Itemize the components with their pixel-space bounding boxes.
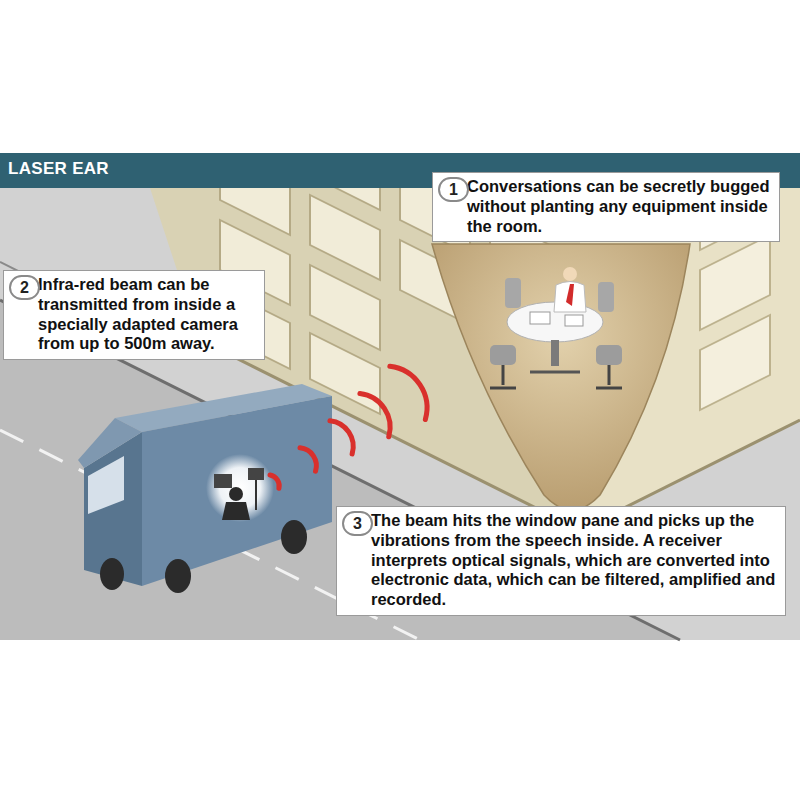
beam-wave [330, 415, 360, 453]
chair-leg [608, 365, 611, 385]
van-windscreen [88, 456, 124, 514]
chair-leg [502, 365, 505, 385]
chair [505, 278, 521, 308]
chair [596, 345, 622, 365]
paper [565, 315, 583, 326]
callout-number: 3 [342, 511, 373, 536]
infrared-beam [257, 358, 438, 508]
room-cutaway [432, 244, 690, 510]
chair-foot [490, 387, 516, 390]
operator-head [229, 487, 243, 501]
van-cab-roof [78, 418, 142, 468]
person-head [563, 267, 577, 281]
van-side [142, 396, 332, 586]
diagram-title: LASER EAR [8, 159, 109, 179]
window [310, 195, 380, 280]
operator-light [206, 454, 274, 522]
window [220, 150, 290, 235]
callout-text: The beam hits the window pane and picks … [371, 511, 779, 610]
equipment [248, 468, 264, 480]
callout-number-text: 2 [11, 277, 38, 298]
paper [530, 312, 550, 324]
operator-body [222, 502, 250, 520]
window [310, 265, 380, 350]
window [700, 315, 770, 410]
person-body [554, 282, 586, 313]
tie [566, 284, 574, 306]
callout-box: Conversations can be secretly bugged wit… [432, 172, 780, 242]
beam-wave [270, 473, 282, 488]
callout-number: 2 [9, 275, 40, 300]
chair [598, 282, 614, 312]
van [78, 384, 332, 593]
table-leg [551, 340, 559, 366]
meeting-room [490, 267, 622, 388]
wheel [281, 520, 307, 554]
chair-foot [596, 387, 622, 390]
ground [0, 188, 800, 640]
beam-wave [390, 358, 438, 419]
window [700, 235, 770, 330]
window [310, 125, 380, 210]
table-foot [530, 371, 580, 374]
callout-box: Infra-red beam can be transmitted from i… [3, 270, 265, 360]
callout-text: Infra-red beam can be transmitted from i… [38, 275, 258, 354]
wheel [100, 558, 124, 590]
wheel [165, 559, 191, 593]
callout-number-text: 3 [344, 513, 371, 534]
callout-box: The beam hits the window pane and picks … [336, 506, 786, 616]
beam-wave [360, 387, 399, 437]
beam-wave [300, 444, 321, 471]
callout-text: Conversations can be secretly bugged wit… [467, 177, 773, 236]
chair [490, 345, 516, 365]
callout-number: 1 [438, 177, 469, 202]
callout-number-text: 1 [440, 179, 467, 200]
tripod [255, 480, 257, 510]
equipment [214, 474, 232, 488]
